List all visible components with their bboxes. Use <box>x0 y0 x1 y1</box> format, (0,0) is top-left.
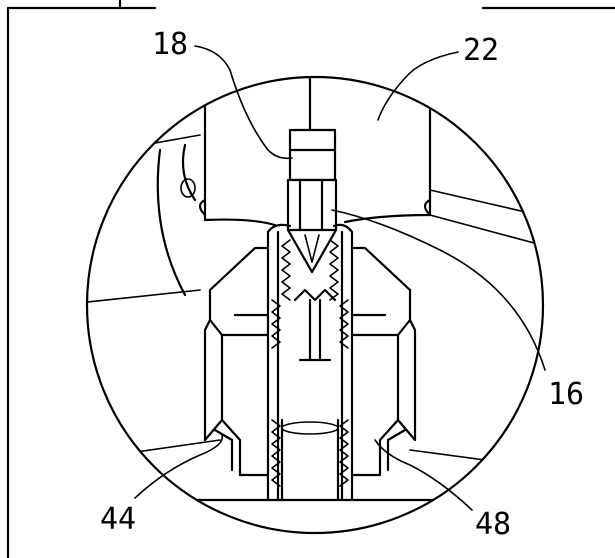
assembly-section <box>87 77 543 502</box>
label-22: 22 <box>463 33 500 68</box>
frame-border <box>6 0 615 558</box>
label-48: 48 <box>475 507 512 542</box>
detail-circle <box>85 75 545 535</box>
label-44: 44 <box>100 502 137 537</box>
label-18: 18 <box>152 27 189 62</box>
label-16: 16 <box>548 377 585 412</box>
leader-lines <box>134 45 546 511</box>
